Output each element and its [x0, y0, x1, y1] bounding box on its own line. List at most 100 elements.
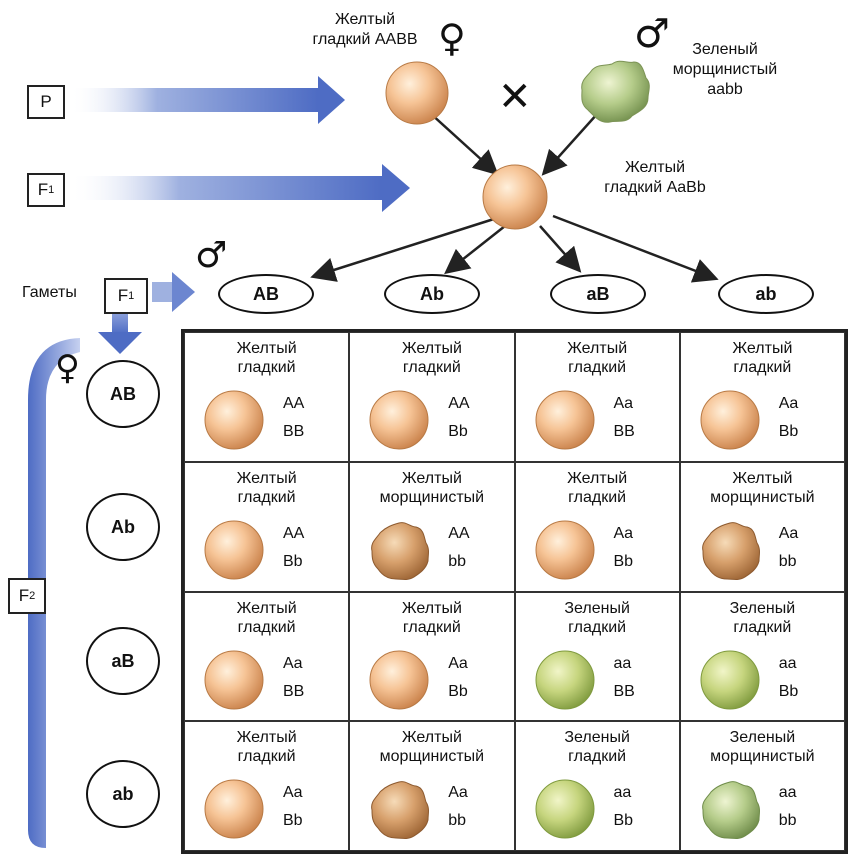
phenotype-color: Желтый: [401, 729, 462, 747]
phenotype-label: Желтый гладкий: [681, 339, 844, 377]
punnett-cell: Зеленый гладкий: [514, 591, 680, 722]
genotype-first-gene: AA: [448, 395, 470, 412]
genotype-second-gene: Bb: [283, 552, 303, 570]
male-gamete: aB: [550, 274, 646, 314]
pea-icon: [204, 390, 264, 450]
genotype-first-gene: Aa: [283, 654, 303, 672]
genotype-second-gene: BB: [613, 682, 635, 700]
genotype-first-gene: Aa: [613, 524, 634, 542]
f1-arrow: [70, 164, 410, 212]
pea-icon: [535, 520, 594, 580]
phenotype-shape: гладкий: [568, 488, 627, 506]
phenotype-label: Зеленый гладкий: [681, 599, 844, 637]
genotype-first-gene: aa: [778, 784, 797, 802]
gametes-arrow: [152, 272, 195, 312]
female-parent-color: Желтый: [334, 11, 396, 28]
punnett-cell: Желтый гладкий: [184, 461, 350, 592]
pea-icon: [204, 779, 264, 839]
pea-icon: [701, 781, 760, 840]
phenotype-color: Желтый: [236, 599, 297, 617]
phenotype-shape: гладкий: [237, 748, 296, 766]
f2-label: F: [18, 586, 30, 605]
male-parent-label: Зеленый морщинистый aabb: [650, 40, 800, 100]
phenotype-label: Желтый морщинистый: [350, 469, 513, 507]
male-gamete-symbol-icon: ♂: [195, 235, 228, 276]
punnett-cell: Желтый морщинистый: [349, 461, 515, 592]
female-parent-genotype: гладкий AABB: [312, 31, 418, 48]
pea-icon: [535, 779, 594, 839]
phenotype-shape: гладкий: [568, 618, 627, 636]
genotype-first-gene: aa: [613, 784, 632, 802]
p-label: P: [40, 92, 52, 111]
male-gamete: AB: [218, 274, 314, 314]
cross-lines: [310, 112, 719, 283]
phenotype-shape: гладкий: [568, 748, 627, 766]
phenotype-shape: гладкий: [402, 359, 461, 376]
phenotype-label: Желтый гладкий: [185, 469, 348, 507]
phenotype-label: Желтый гладкий: [185, 339, 348, 377]
f1-label: F: [37, 180, 49, 199]
phenotype-shape: морщинистый: [379, 748, 485, 766]
genotype-first-gene: Aa: [448, 654, 468, 672]
f2-down-arrow: [98, 312, 142, 354]
pea-icon: [204, 650, 264, 709]
genotype-first-gene: AA: [283, 395, 305, 412]
f1-genotype: гладкий AaBb: [604, 179, 706, 196]
phenotype-shape: морщинистый: [379, 488, 485, 506]
cross-icon: ✕: [498, 74, 532, 120]
phenotype-shape: гладкий: [568, 359, 627, 376]
phenotype-label: Желтый гладкий: [185, 728, 348, 766]
f1-gametes-label: F: [117, 286, 129, 305]
genotype-second-gene: Bb: [448, 682, 468, 700]
phenotype-label: Желтый морщинистый: [681, 469, 844, 507]
phenotype-color: Желтый: [236, 729, 297, 747]
f1-pea: [482, 164, 548, 230]
phenotype-label: Желтый гладкий: [185, 599, 348, 637]
p-box: P: [27, 85, 65, 119]
genotype-first-gene: aa: [613, 654, 632, 672]
phenotype-color: Желтый: [401, 469, 462, 487]
genotype-first-gene: Aa: [778, 524, 799, 542]
genotype-second-gene: bb: [448, 812, 467, 830]
punnett-cell: Зеленый гладкий: [514, 721, 680, 851]
punnett-cell: Желтый гладкий: [679, 332, 845, 462]
punnett-cell: Зеленый гладкий: [679, 591, 845, 722]
phenotype-shape: гладкий: [733, 359, 792, 376]
f2-subscript: 2: [29, 590, 36, 602]
genotype-first-gene: AA: [283, 524, 305, 542]
genotype-second-gene: Bb: [778, 423, 799, 440]
genotype-first-gene: Aa: [283, 784, 303, 802]
genotype-second-gene: Bb: [613, 552, 634, 570]
gametes-label: Гаметы: [22, 284, 77, 301]
phenotype-label: Желтый гладкий: [516, 339, 679, 377]
punnett-cell: Желтый морщинистый: [349, 721, 515, 851]
male-gamete: ab: [718, 274, 814, 314]
punnett-cell: Зеленый морщинистый: [679, 721, 845, 851]
genotype-first-gene: Aa: [778, 395, 799, 412]
pea-icon: [700, 650, 760, 709]
p-arrow: [70, 76, 345, 124]
female-gamete: Ab: [86, 493, 160, 561]
pea-icon: [535, 650, 594, 709]
pea-icon: [371, 521, 430, 580]
punnett-cell: Желтый гладкий: [514, 332, 680, 462]
f1-color: Желтый: [624, 159, 686, 176]
genotype-second-gene: BB: [283, 682, 305, 700]
punnett-cell: Желтый морщинистый: [679, 461, 845, 592]
punnett-cell: Желтый гладкий: [349, 591, 515, 722]
phenotype-color: Зеленый: [564, 599, 630, 617]
phenotype-label: Желтый гладкий: [516, 469, 679, 507]
punnett-cell: Желтый гладкий: [514, 461, 680, 592]
phenotype-label: Зеленый гладкий: [516, 728, 679, 766]
punnett-cell: Желтый гладкий: [349, 332, 515, 462]
pea-icon: [701, 521, 760, 580]
pea-icon: [204, 520, 264, 580]
phenotype-color: Желтый: [401, 340, 462, 357]
punnett-cell: Желтый гладкий: [184, 591, 350, 722]
pea-icon: [371, 781, 430, 840]
punnett-grid: Желтый гладкий: [181, 329, 848, 854]
pea-icon: [369, 650, 429, 709]
genotype-first-gene: Aa: [448, 784, 468, 802]
